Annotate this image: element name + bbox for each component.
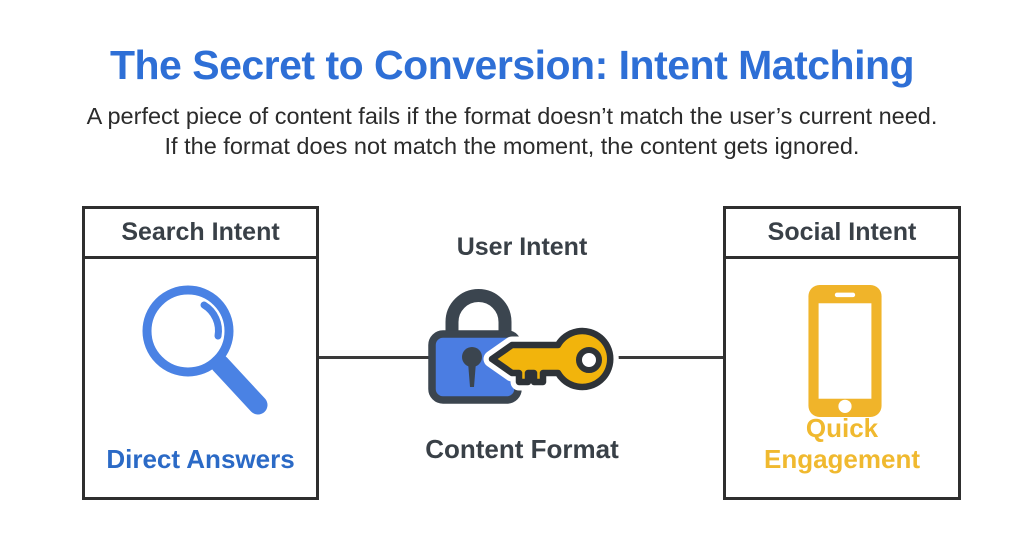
user-intent-header: User Intent xyxy=(456,233,588,261)
subtitle-line-1: A perfect piece of content fails if the … xyxy=(86,103,938,129)
smartphone-icon xyxy=(808,285,882,417)
social-intent-box: Social Intent Quick Engagement xyxy=(723,206,961,500)
lock-and-key-icon xyxy=(428,289,619,404)
connector-line-left xyxy=(319,356,431,359)
slide-subtitle: A perfect piece of content fails if the … xyxy=(0,101,1024,161)
magnifier-icon xyxy=(142,285,268,415)
content-format-label: Content Format xyxy=(425,434,619,464)
subtitle-line-2: If the format does not match the moment,… xyxy=(164,133,860,159)
connector-line-right xyxy=(612,356,723,359)
search-intent-header: Search Intent xyxy=(85,209,316,259)
search-intent-box: Search Intent Direct Answers xyxy=(82,206,319,500)
slide-title: The Secret to Conversion: Intent Matchin… xyxy=(109,42,915,88)
social-intent-label: Quick Engagement xyxy=(763,413,921,474)
search-intent-label: Direct Answers xyxy=(106,444,295,474)
social-intent-header: Social Intent xyxy=(726,209,958,259)
